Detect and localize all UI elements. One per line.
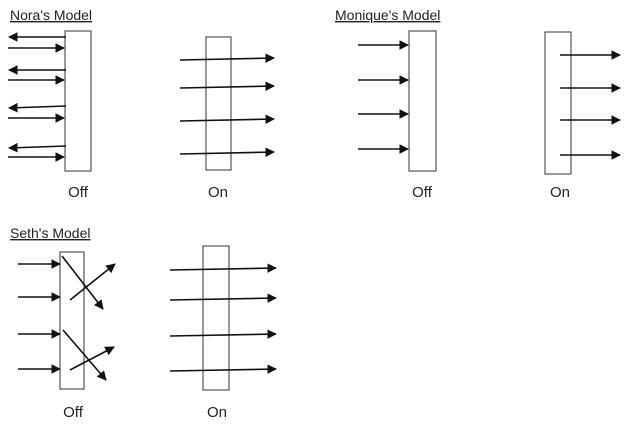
nora-off-label: Off xyxy=(68,184,89,201)
nora-off-plate xyxy=(64,30,92,172)
monique-off-diagram xyxy=(358,30,437,172)
seth-off-scattered-ray xyxy=(69,263,116,301)
nora-on-transmitted-ray xyxy=(179,147,275,157)
monique-on-label: On xyxy=(550,184,570,201)
seth-on-plate xyxy=(202,245,230,391)
seth-off-label: Off xyxy=(63,404,84,421)
monique-on-diagram xyxy=(544,31,621,175)
seth-off-scattered-ray xyxy=(62,329,107,381)
nora-off-reflected-ray xyxy=(8,102,67,113)
nora-off-reflected-ray xyxy=(8,142,67,153)
nora-off-diagram xyxy=(8,30,92,172)
seth-on-transmitted-ray xyxy=(169,293,277,303)
nora-on-transmitted-ray xyxy=(179,53,275,63)
monique-off-plate xyxy=(408,30,437,172)
monique-model-title: Monique's Model xyxy=(335,7,440,23)
monique-off-label: Off xyxy=(412,184,433,201)
seth-on-transmitted-ray xyxy=(169,364,277,374)
seth-off-plate xyxy=(59,251,85,390)
nora-on-label: On xyxy=(208,184,228,201)
nora-on-diagram xyxy=(179,36,275,171)
seth-off-scattered-ray xyxy=(61,255,104,310)
seth-off-diagram xyxy=(18,251,116,390)
monique-on-plate xyxy=(544,31,572,175)
nora-on-plate xyxy=(205,36,232,171)
seth-on-transmitted-ray xyxy=(169,329,277,339)
seth-on-diagram xyxy=(169,245,277,391)
seth-off-scattered-ray xyxy=(69,346,115,371)
seth-model-title: Seth's Model xyxy=(10,225,91,241)
nora-on-transmitted-ray xyxy=(179,81,275,91)
nora-model-title: Nora's Model xyxy=(10,7,92,23)
seth-on-label: On xyxy=(207,404,227,421)
nora-on-transmitted-ray xyxy=(179,114,275,124)
seth-on-transmitted-ray xyxy=(169,263,277,273)
